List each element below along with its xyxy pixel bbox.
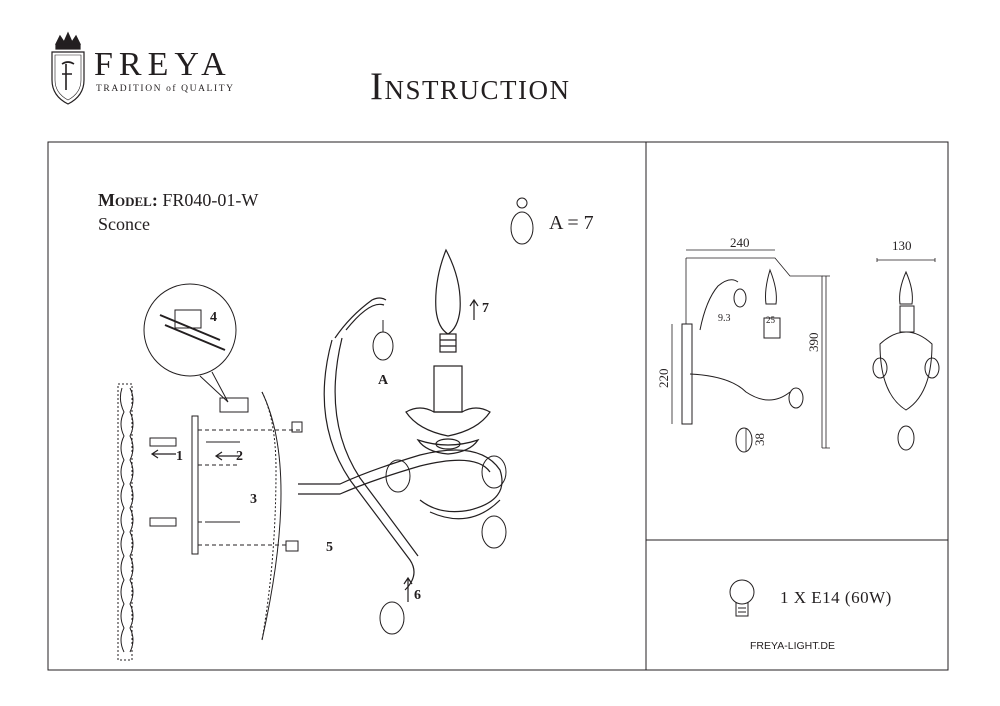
step-2-label: 2 xyxy=(236,449,243,464)
crystal-count: A = 7 xyxy=(549,212,594,234)
step-6-arrow xyxy=(403,576,413,602)
dim-height: 390 xyxy=(806,332,821,353)
front-view xyxy=(872,258,940,451)
step-7-label: 7 xyxy=(482,301,489,316)
wall-anchors xyxy=(149,421,303,552)
crystal-drops xyxy=(372,197,534,635)
dim-drop: 38 xyxy=(752,433,767,446)
sconce-arm xyxy=(298,297,503,591)
step-1-label: 1 xyxy=(176,449,183,464)
page-title: Instruction xyxy=(370,65,571,108)
step-5-label: 5 xyxy=(326,540,333,555)
dim-cup: 25 xyxy=(766,315,775,325)
wall-backplate xyxy=(117,383,134,661)
model-code: FR040-01-W xyxy=(162,190,259,210)
dim-backplate: 220 xyxy=(656,368,671,389)
step-4-label: 4 xyxy=(210,310,217,325)
brand-tagline: TRADITION of QUALITY xyxy=(96,84,235,94)
step-3-label: 3 xyxy=(250,492,257,507)
model-label: Model: xyxy=(98,190,158,210)
wiring-detail-callout xyxy=(143,283,249,413)
dim-depth: 130 xyxy=(892,238,912,253)
dimension-lines xyxy=(671,249,830,452)
dim-arm-offset: 9.3 xyxy=(718,313,731,324)
side-view xyxy=(681,257,823,453)
mounting-bracket xyxy=(191,391,300,641)
crystal-callout-label: A xyxy=(378,373,389,388)
bulb-icon xyxy=(729,579,755,617)
website[interactable]: FREYA-LIGHT.DE xyxy=(750,640,835,652)
candle-bulb xyxy=(435,248,461,353)
crest-logo xyxy=(51,31,85,105)
brand-name: FREYA xyxy=(94,46,232,83)
product-type: Sconce xyxy=(98,214,150,234)
step-7-arrow xyxy=(469,298,479,320)
outer-frame xyxy=(47,141,949,671)
step-6-label: 6 xyxy=(414,588,421,603)
candle-cup xyxy=(405,365,491,455)
model-line: Model: FR040-01-W xyxy=(98,190,258,211)
bulb-spec: 1 X E14 (60W) xyxy=(780,588,892,607)
dim-width: 240 xyxy=(730,235,750,250)
